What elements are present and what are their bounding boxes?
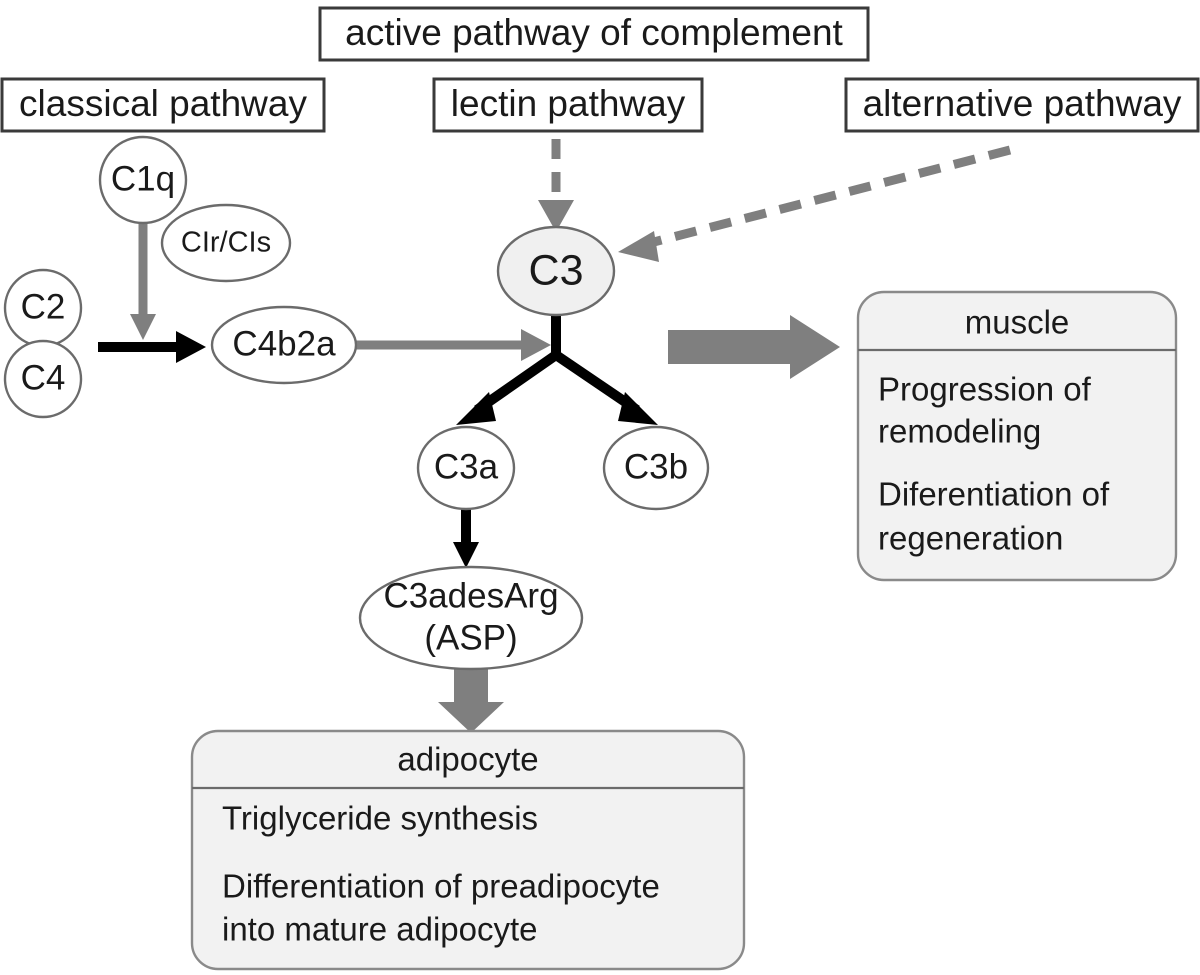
pathway-box-lectin: lectin pathway <box>432 77 704 133</box>
pathway-box-lectin-rect <box>432 77 704 133</box>
arrow-c1q-down <box>130 210 156 340</box>
pathway-box-classical: classical pathway <box>0 77 326 133</box>
pathway-box-lectin-label: lectin pathway <box>451 83 686 124</box>
panel-adipocyte-item-1-line1: Differentiation of preadipocyte <box>222 868 660 905</box>
arrow-alternative-to-c3 <box>618 145 1012 262</box>
node-c1q-shape <box>98 135 188 225</box>
node-c4b2a-shape <box>210 305 358 385</box>
node-c3-shape <box>496 225 616 317</box>
node-c4-shape <box>3 339 83 419</box>
node-c3a-shape <box>416 425 516 511</box>
arrow-c3adesarg-to-adipocyte-shape <box>438 668 504 733</box>
node-c3adesarg-label-line2: (ASP) <box>424 618 517 657</box>
title-box-label: active pathway of complement <box>345 12 843 53</box>
arrow-c4b2a-to-c3-head <box>521 329 551 361</box>
arrow-c3a-to-c3adesarg <box>453 508 479 568</box>
arrow-c3-to-muscle-shape <box>668 315 840 379</box>
node-c3b: C3b <box>602 425 710 511</box>
pathway-box-classical-rect <box>0 77 326 133</box>
node-c1q: C1q <box>98 135 188 225</box>
node-c1r-c1s: CIr/CIs <box>160 203 292 283</box>
arrow-c3a-to-c3adesarg-head <box>453 542 479 568</box>
node-c3: C3 <box>496 225 616 317</box>
node-c4b2a-label: C4b2a <box>232 324 336 363</box>
node-c4b2a: C4b2a <box>210 305 358 385</box>
panel-adipocyte-rect <box>190 729 746 971</box>
panel-muscle-item-0-line2: remodeling <box>878 413 1041 450</box>
pathway-box-alternative-label: alternative pathway <box>863 83 1182 124</box>
panel-muscle-title: muscle <box>965 304 1070 341</box>
node-c3adesarg-shape <box>358 565 584 671</box>
pathway-box-alternative: alternative pathway <box>844 77 1200 133</box>
panel-adipocyte: adipocyte Triglyceride synthesis Differe… <box>190 729 746 971</box>
arrow-c4b2a-to-c3 <box>355 329 551 361</box>
node-c4: C4 <box>3 339 83 419</box>
arrow-c3-to-muscle <box>668 315 840 379</box>
arrow-alternative-to-c3-head <box>618 231 659 262</box>
node-c2: C2 <box>3 268 83 348</box>
node-c3-label: C3 <box>529 246 584 294</box>
node-c3a-label: C3a <box>434 447 499 486</box>
arrow-c2c4-to-c4b2a-head <box>176 331 206 363</box>
node-c2-label: C2 <box>21 287 66 326</box>
arrow-lectin-to-c3-head <box>538 200 574 232</box>
arrow-c1q-down-head <box>130 314 156 340</box>
panel-adipocyte-item-0-line1: Triglyceride synthesis <box>222 800 538 837</box>
node-c1r-c1s-shape <box>160 203 292 283</box>
arrow-c2c4-to-c4b2a <box>98 331 206 363</box>
node-c3adesarg-label-line1: C3adesArg <box>383 576 558 615</box>
arrow-c3-to-c3a-head <box>456 392 496 425</box>
title-box-rect <box>318 6 870 62</box>
node-c3b-label: C3b <box>624 447 688 486</box>
panel-muscle: muscle Progression of remodeling Diferen… <box>856 290 1178 582</box>
panel-muscle-rect <box>856 290 1178 582</box>
arrow-c3-split <box>456 305 658 425</box>
arrow-c3adesarg-to-adipocyte <box>438 668 504 733</box>
panel-muscle-item-0-line1: Progression of <box>878 371 1092 408</box>
node-c1r-c1s-label: CIr/CIs <box>181 227 271 259</box>
node-c4-label: C4 <box>21 358 66 397</box>
title-box: active pathway of complement <box>318 6 870 62</box>
panel-adipocyte-title: adipocyte <box>397 741 538 778</box>
panel-muscle-item-1-line2: regeneration <box>878 520 1063 557</box>
arrow-lectin-to-c3 <box>538 139 574 232</box>
panel-muscle-item-1-line1: Diferentiation of <box>878 476 1110 513</box>
pathway-box-classical-label: classical pathway <box>19 83 307 124</box>
node-c1q-label: C1q <box>111 159 175 198</box>
arrow-alternative-to-c3-line <box>648 145 1012 248</box>
panel-adipocyte-item-1-line2: into mature adipocyte <box>222 911 538 948</box>
node-c3adesarg: C3adesArg (ASP) <box>358 565 584 671</box>
node-c3a: C3a <box>416 425 516 511</box>
node-c3b-shape <box>602 425 710 511</box>
pathway-box-alternative-rect <box>844 77 1200 133</box>
arrow-c3-to-c3b-head <box>618 392 658 425</box>
